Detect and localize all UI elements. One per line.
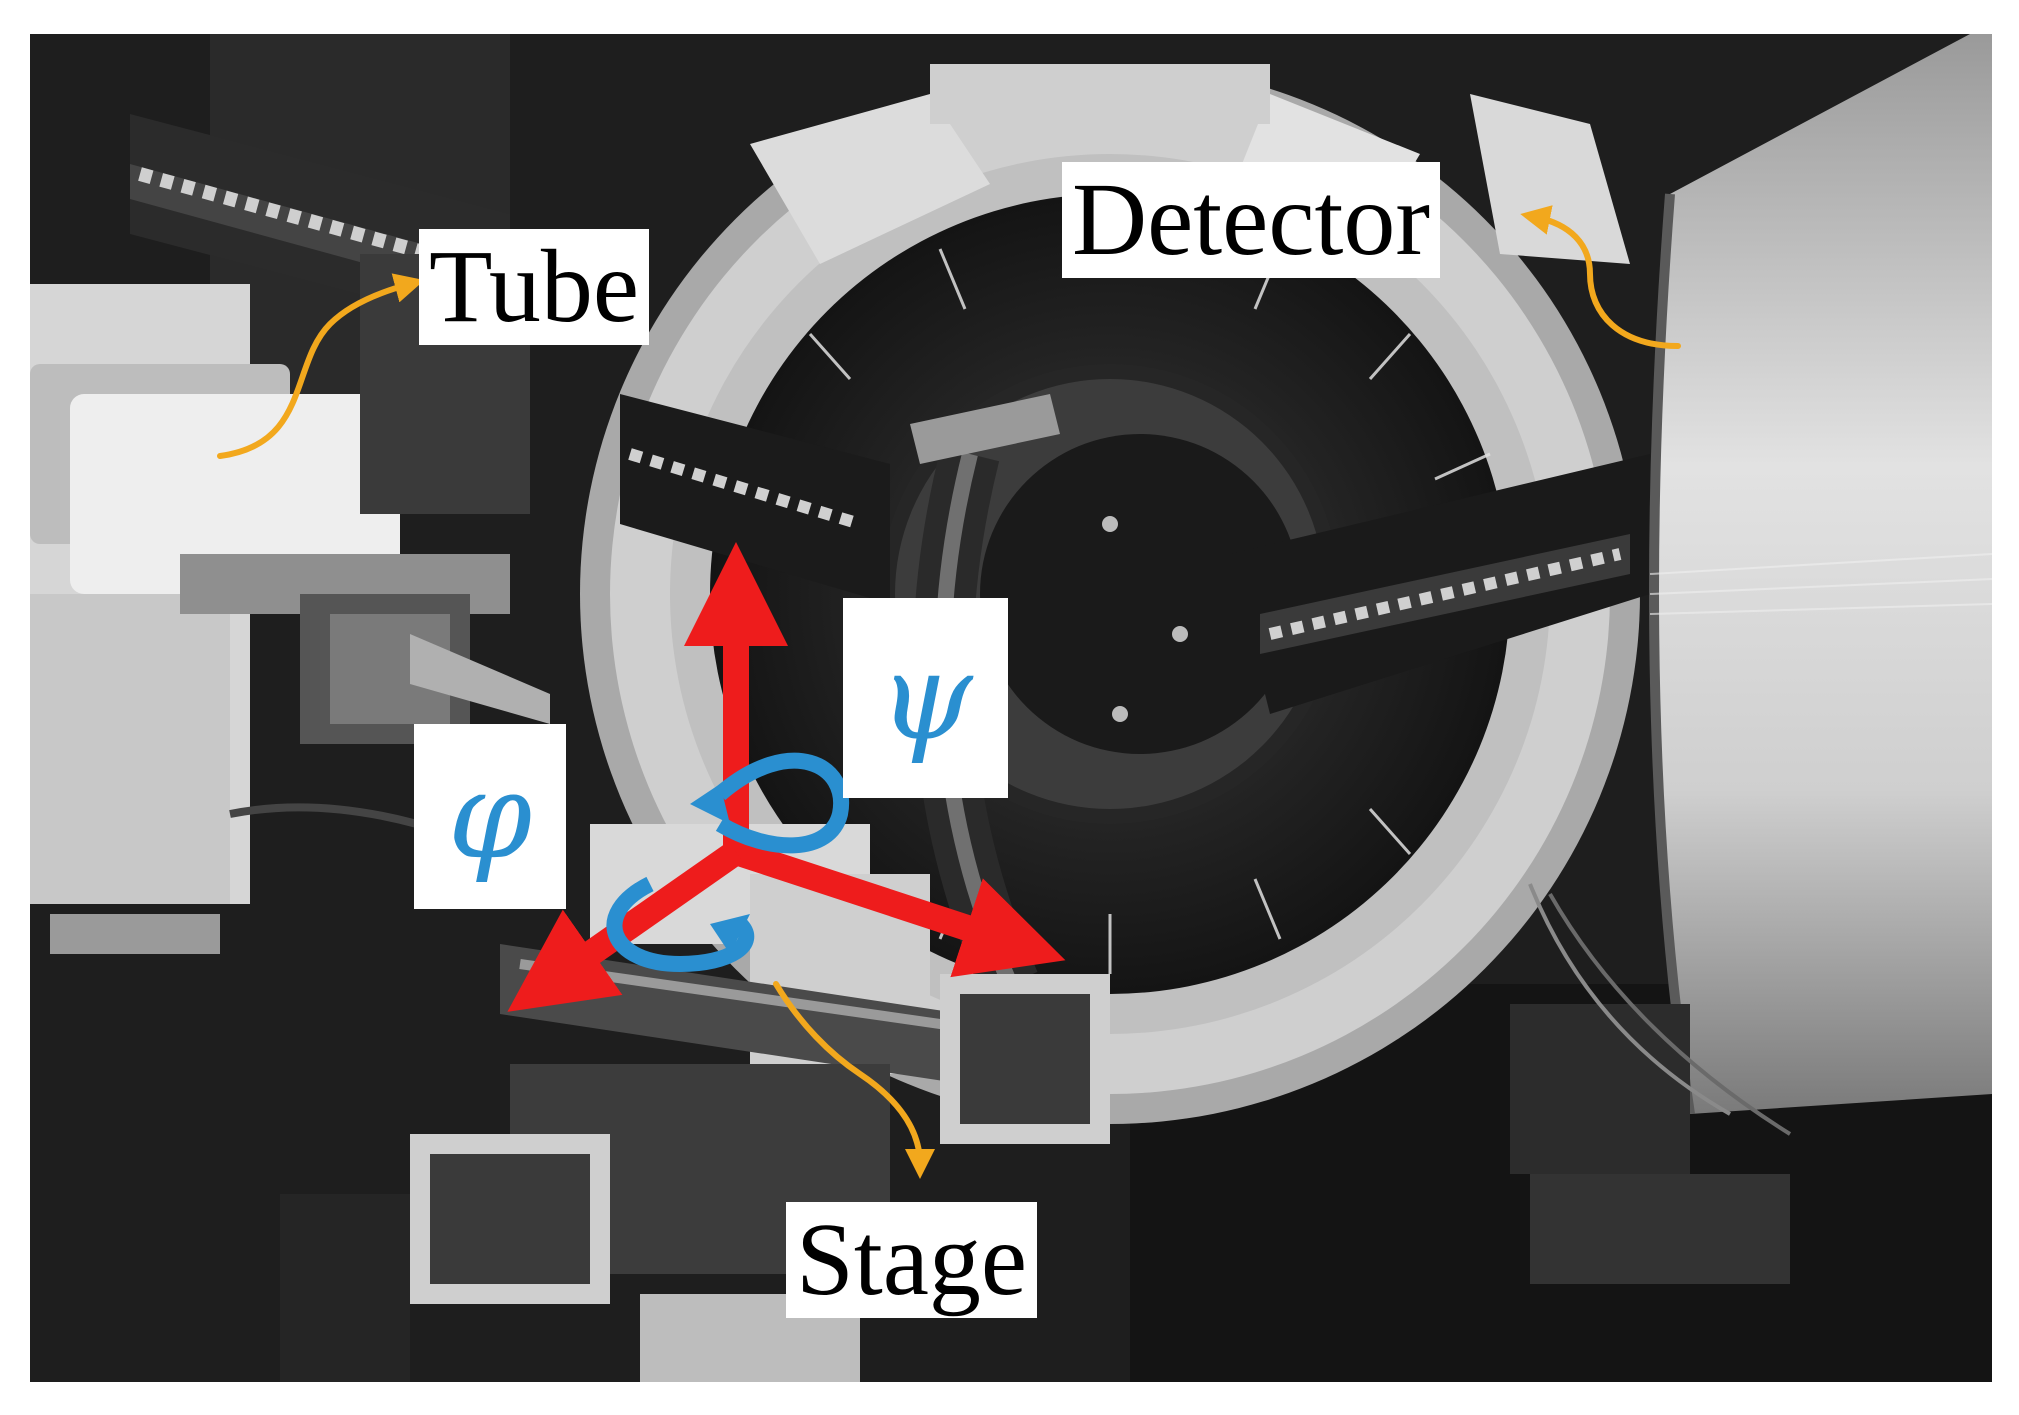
goniometer bbox=[580, 64, 1640, 1124]
tube-arm bbox=[620, 394, 890, 604]
phi-rotation-icon bbox=[606, 876, 755, 973]
tube-label: Tube bbox=[419, 229, 650, 345]
detector-housing bbox=[1649, 34, 1992, 1115]
psi-rotation-icon bbox=[714, 752, 850, 854]
axis-arrow-right bbox=[731, 839, 1066, 978]
detector-pointer-arrow bbox=[1520, 205, 1681, 349]
rotation-arrows bbox=[606, 752, 850, 973]
phi-symbol: φ bbox=[414, 724, 566, 909]
photograph: Tube Detector Stage ψ φ bbox=[30, 34, 1992, 1382]
stage-label: Stage bbox=[786, 1202, 1038, 1318]
pointer-arrows bbox=[217, 205, 1681, 1179]
axis-arrow-left bbox=[507, 841, 744, 1012]
tube-pointer-arrow bbox=[217, 273, 425, 459]
electronics bbox=[229, 803, 1792, 1284]
detector-arm bbox=[1230, 94, 1650, 714]
instrument-photo bbox=[30, 34, 1992, 1382]
stage-pointer-arrow bbox=[773, 981, 935, 1179]
axis-arrows bbox=[507, 542, 1066, 1012]
detector-label: Detector bbox=[1062, 162, 1441, 278]
x-ray-tube bbox=[30, 284, 550, 954]
psi-symbol: ψ bbox=[843, 598, 1008, 798]
